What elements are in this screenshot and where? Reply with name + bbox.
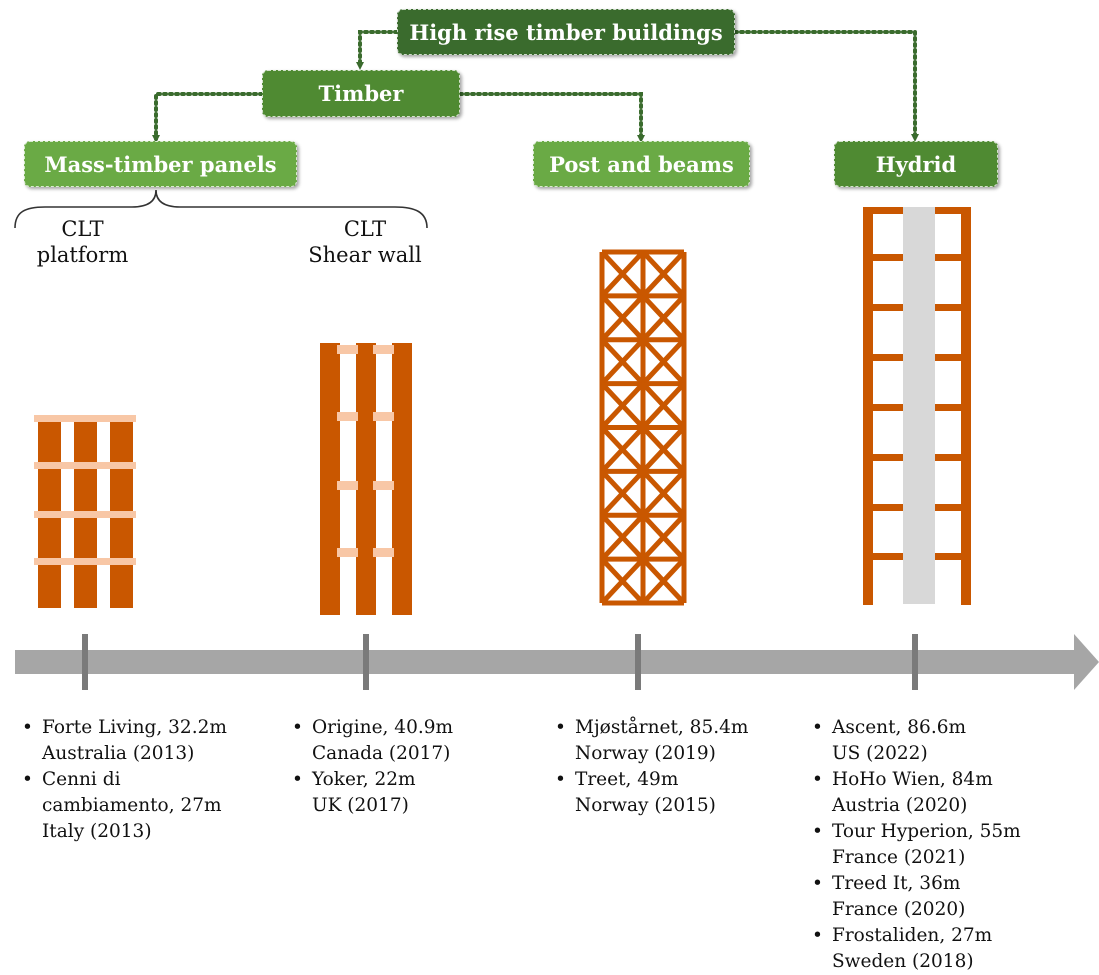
list-item-name: Frostaliden, 27m [832, 925, 993, 946]
timeline-tick [912, 634, 918, 690]
list-item-name: Forte Living, 32.2m [42, 717, 227, 738]
connector-root-hybrid [733, 30, 919, 142]
lattice-brace [600, 557, 645, 605]
list-item-name: HoHo Wien, 84m [832, 769, 993, 790]
lattice-brace [641, 381, 686, 430]
connector-lines [152, 30, 919, 143]
subtype-clt-shear-wall: CLT Shear wall [295, 216, 435, 268]
list-item: Origine, 40.9m Canada (2017) [290, 715, 453, 767]
subtype-line: platform [36, 243, 129, 267]
curly-brace [14, 189, 428, 229]
list-item-name: Treed It, 36m [832, 873, 961, 894]
list-item-location: Italy (2013) [42, 821, 152, 842]
list-item: Yoker, 22m UK (2017) [290, 767, 453, 819]
examples-list-hybrid: Ascent, 86.6m US (2022) HoHo Wien, 84m A… [810, 715, 1021, 975]
list-item: HoHo Wien, 84m Austria (2020) [810, 767, 1021, 819]
list-item-name: Tour Hyperion, 55m [832, 821, 1021, 842]
timeline-arrow [15, 634, 1099, 690]
lattice-brace [600, 425, 645, 474]
lattice-brace [641, 425, 686, 474]
lattice-brace [641, 557, 686, 605]
lattice-brace [641, 294, 686, 342]
lattice-brace [641, 469, 686, 517]
lattice-brace [600, 381, 645, 430]
connector-root-timber [356, 30, 399, 70]
list-item: Cenni di cambiamento, 27m Italy (2013) [20, 767, 227, 845]
list-item-location: Australia (2013) [42, 743, 195, 764]
box-high-rise-timber-buildings: High rise timber buildings [397, 9, 735, 55]
list-item: Tour Hyperion, 55m France (2021) [810, 819, 1021, 871]
lattice-brace [600, 294, 645, 342]
list-item-location: Canada (2017) [312, 743, 451, 764]
list-item-location: Norway (2015) [575, 795, 716, 816]
list-item-name: Ascent, 86.6m [832, 717, 967, 738]
list-item-location: Sweden (2018) [832, 951, 974, 972]
lattice-brace [600, 338, 645, 386]
list-item: Treet, 49m Norway (2015) [553, 767, 748, 819]
examples-list-clt-platform: Forte Living, 32.2m Australia (2013) Cen… [20, 715, 227, 845]
lattice-brace [641, 338, 686, 386]
list-item-name: Treet, 49m [575, 769, 679, 790]
list-item-location: France (2020) [832, 899, 966, 920]
clt-shear-wall-building [320, 343, 412, 615]
lattice-brace [641, 513, 686, 561]
list-item-name: Mjøstårnet, 85.4m [575, 717, 749, 738]
list-item: Frostaliden, 27m Sweden (2018) [810, 923, 1021, 975]
list-item: Mjøstårnet, 85.4m Norway (2019) [553, 715, 748, 767]
connector-timber-post [458, 92, 645, 143]
list-item-location: Austria (2020) [832, 795, 968, 816]
list-item: Treed It, 36m France (2020) [810, 871, 1021, 923]
list-item-location: US (2022) [832, 743, 928, 764]
subtype-line: CLT [343, 217, 387, 241]
lattice-brace [600, 513, 645, 561]
list-item-name: cambiamento, 27m [42, 795, 222, 816]
hybrid-building [863, 207, 971, 605]
timeline-ticks [82, 634, 918, 690]
box-mass-timber-panels: Mass-timber panels [24, 141, 297, 187]
post-and-beam-building [599, 249, 687, 606]
timeline-tick [635, 634, 641, 690]
list-item: Forte Living, 32.2m Australia (2013) [20, 715, 227, 767]
subtype-line: Shear wall [308, 243, 422, 267]
lattice-brace [641, 250, 686, 298]
list-item-name: Yoker, 22m [312, 769, 416, 790]
lattice-brace [600, 250, 645, 298]
box-hybrid: Hydrid [834, 141, 998, 187]
timeline-tick [82, 634, 88, 690]
box-timber: Timber [262, 70, 460, 117]
list-item-location: UK (2017) [312, 795, 409, 816]
clt-platform-building [34, 415, 136, 608]
box-post-and-beams: Post and beams [533, 141, 750, 187]
lattice-brace [600, 469, 645, 517]
connector-timber-mass [152, 92, 264, 143]
examples-list-clt-shear-wall: Origine, 40.9m Canada (2017) Yoker, 22m … [290, 715, 453, 819]
subtype-line: CLT [61, 217, 104, 241]
list-item-name: Origine, 40.9m [312, 717, 454, 738]
examples-list-post-and-beams: Mjøstårnet, 85.4m Norway (2019) Treet, 4… [553, 715, 748, 819]
list-item-name: Cenni di [42, 769, 121, 790]
list-item: Ascent, 86.6m US (2022) [810, 715, 1021, 767]
timeline-tick [363, 634, 369, 690]
list-item-location: Norway (2019) [575, 743, 716, 764]
subtype-clt-platform: CLT platform [20, 216, 145, 268]
list-item-location: France (2021) [832, 847, 966, 868]
